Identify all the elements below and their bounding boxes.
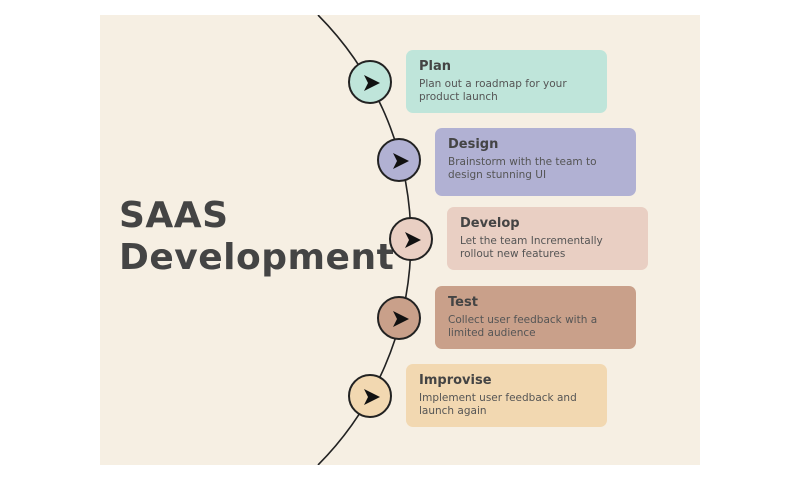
diagram-title: SAAS Development <box>119 195 394 279</box>
arrow-icon <box>405 232 421 248</box>
step-node-test <box>377 296 421 340</box>
step-description: Plan out a roadmap for your product laun… <box>419 78 567 103</box>
step-description: Collect user feedback with a limited aud… <box>448 314 598 339</box>
step-node-develop <box>389 217 433 261</box>
step-title: Improvise <box>419 373 492 388</box>
step-title: Test <box>448 295 478 310</box>
step-node-improvise <box>348 374 392 418</box>
step-title: Design <box>448 137 499 152</box>
step-node-plan <box>348 60 392 104</box>
step-title: Develop <box>460 216 520 231</box>
step-description: Let the team Incrementally rollout new f… <box>460 235 603 260</box>
step-title: Plan <box>419 59 452 74</box>
step-node-design <box>377 138 421 182</box>
arrow-icon <box>393 311 409 327</box>
arrow-icon <box>364 389 380 405</box>
step-description: Implement user feedback and launch again <box>419 392 577 417</box>
title-line-2: Development <box>119 237 395 278</box>
arrow-icon <box>393 153 409 169</box>
arrow-icon <box>364 75 380 91</box>
step-description: Brainstorm with the team to design stunn… <box>448 156 597 181</box>
title-line-1: SAAS <box>119 195 229 236</box>
